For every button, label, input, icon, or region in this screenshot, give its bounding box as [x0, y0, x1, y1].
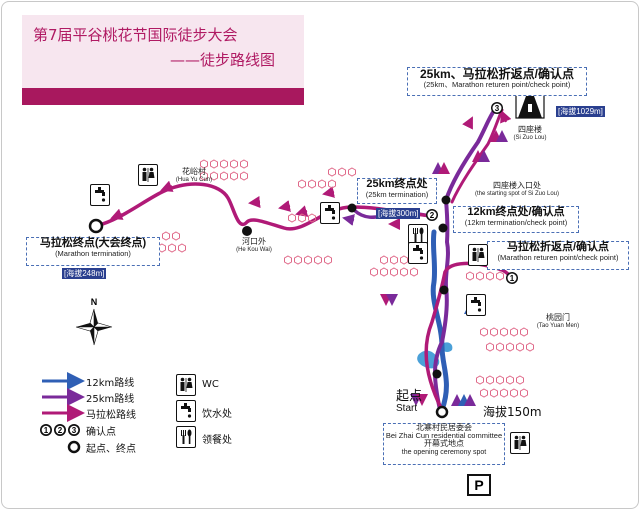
toilet-icon: [176, 374, 196, 396]
node-dot: [439, 285, 449, 295]
finish-marker: [88, 218, 104, 234]
water-tap-icon: [466, 294, 486, 316]
place-sizuolou: 四座楼 (Si Zuo Lou): [513, 125, 547, 141]
food-utensils-icon: [408, 224, 428, 246]
food-utensils-icon: [176, 426, 196, 448]
svg-text:2: 2: [430, 211, 435, 220]
route-25km-line: [433, 106, 498, 412]
start-marker: [435, 405, 449, 419]
legend-start-end: 起点、终点: [86, 444, 136, 455]
node-dot: [438, 223, 448, 233]
box-marathon-turn: 马拉松折返点/确认点 (Marathon returen point/check…: [487, 241, 629, 270]
checkpoint-2: 2: [426, 209, 438, 221]
svg-text:1: 1: [510, 274, 515, 283]
altitude-finish: [海拔248m]: [62, 268, 107, 279]
toilet-icon: [138, 164, 158, 186]
box-12km-finish: 12km终点处/确认点 (12km termination/check poin…: [453, 206, 579, 233]
water-tap-icon: [320, 202, 340, 224]
legend-lines: 1 2 3: [40, 372, 85, 454]
water-tap-icon: [176, 400, 196, 422]
map-title: 第7届平谷桃花节国际徒步大会: [33, 26, 238, 44]
svg-text:3: 3: [495, 104, 500, 113]
parking-icon: P: [467, 474, 491, 496]
node-dot: [347, 203, 357, 213]
compass-icon: N: [75, 297, 113, 346]
place-hekouwai: 河口外 (He Kou Wai): [236, 237, 272, 253]
route-marathon-north: [450, 108, 504, 204]
start-label: 起点 Start: [396, 389, 423, 414]
altitude-sizuolou: [海拔1029m]: [556, 106, 605, 117]
node-dot: [441, 195, 451, 205]
legend-checkpoints: 确认点: [86, 427, 116, 438]
toilet-icon: [468, 244, 488, 266]
title-accent-bar: [22, 88, 304, 105]
start-elevation: 海拔150m: [483, 405, 542, 419]
svg-text:2: 2: [58, 426, 63, 435]
legend-food: 领餐处: [202, 435, 232, 446]
checkpoint-3: 3: [491, 102, 503, 114]
map-subtitle: ——徒步路线图: [170, 51, 276, 69]
mountain-pavilion-icon: [515, 91, 545, 119]
node-dot: [432, 369, 442, 379]
place-huayucun: 花峪村 (Hua Yu Cun): [175, 167, 213, 183]
place-sizuolou-entry: 四座楼入口处 (the starting spot of Si Zuo Lou): [474, 181, 560, 197]
box-25km-marathon-turn: 25km、马拉松折返点/确认点 (25km、Marathon returen p…: [407, 67, 587, 96]
box-start-office: 北寨村民居委会 Bei Zhai Cun residential committ…: [383, 423, 505, 465]
legend-25km: 25km路线: [86, 394, 135, 405]
legend-12km: 12km路线: [86, 378, 135, 389]
node-dot: [242, 226, 252, 236]
place-taoyuanmen: 桃园门 (Tao Yuan Men): [536, 313, 580, 329]
svg-text:N: N: [91, 297, 98, 307]
route-12km-line: [430, 229, 449, 413]
water-tap-icon: [408, 242, 428, 264]
svg-text:3: 3: [72, 426, 77, 435]
water-tap-icon: [90, 184, 110, 206]
svg-text:1: 1: [44, 426, 49, 435]
legend-marathon: 马拉松路线: [86, 410, 136, 421]
legend-wc: WC: [202, 379, 219, 390]
checkpoint-1: 1: [506, 272, 518, 284]
toilet-icon: [510, 432, 530, 454]
altitude-mid: [海拔300m]: [376, 208, 421, 219]
box-marathon-finish: 马拉松终点(大会终点) (Marathon termination): [26, 237, 160, 266]
legend-water: 饮水处: [202, 409, 232, 420]
box-25km-finish: 25km终点处 (25km termination): [357, 178, 437, 204]
route-marathon-line: [424, 261, 514, 412]
